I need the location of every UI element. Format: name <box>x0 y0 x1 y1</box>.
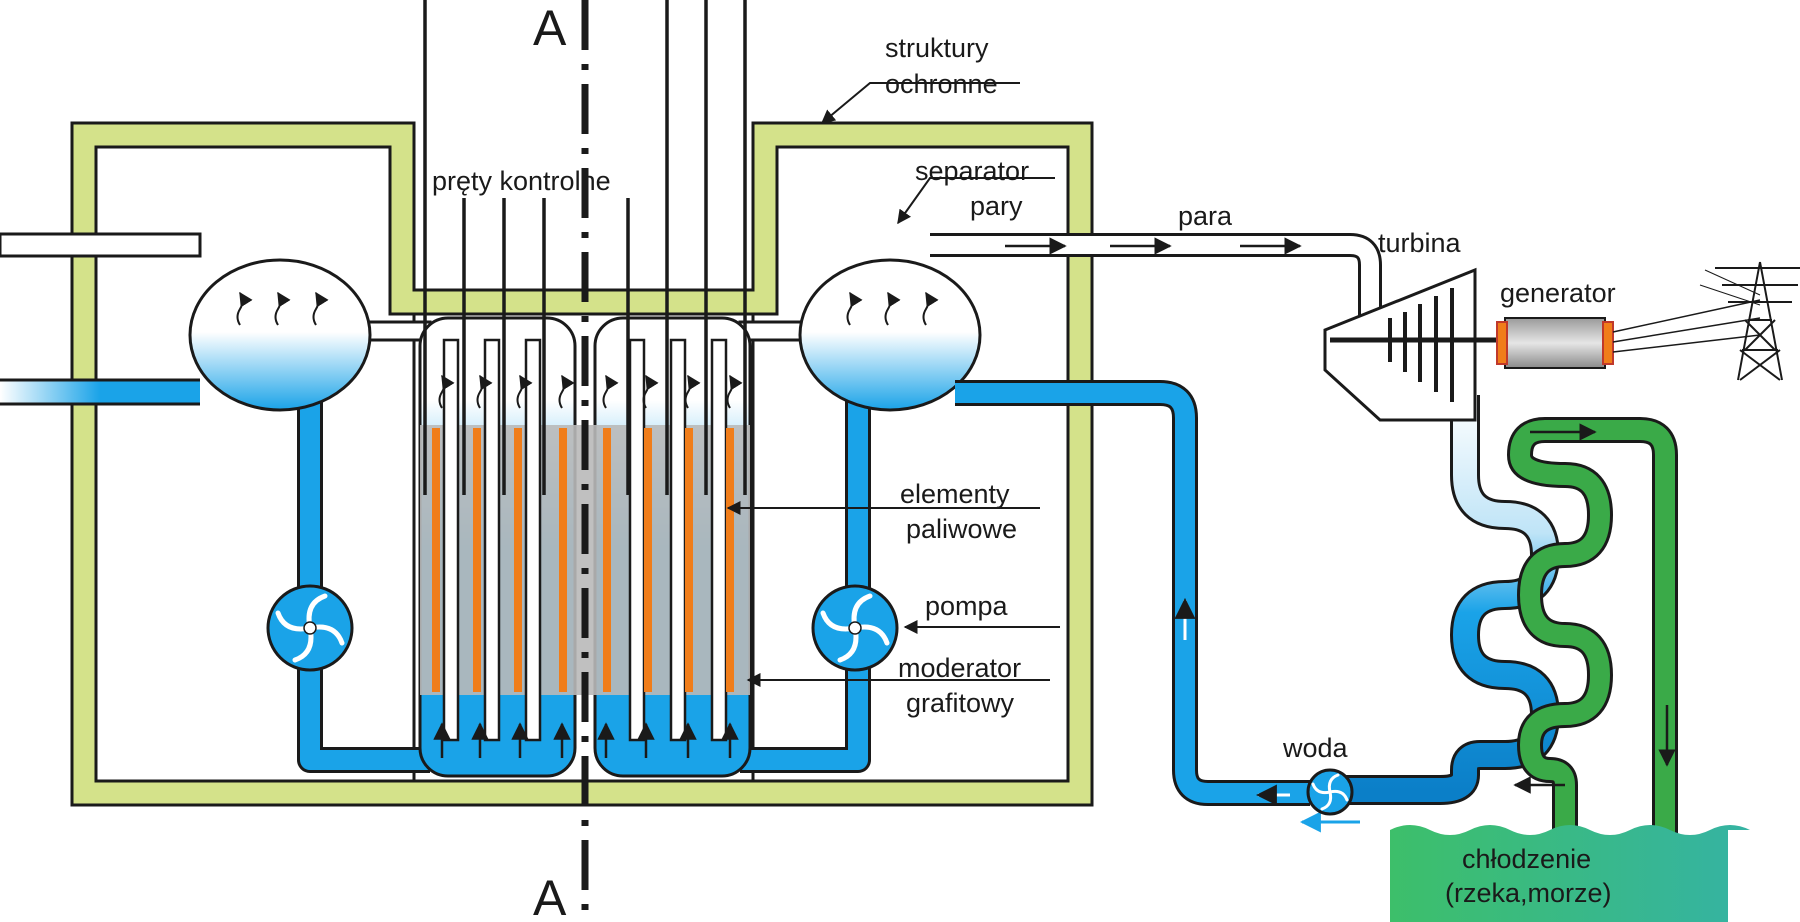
control-rods-label: pręty kontrolne <box>432 166 611 196</box>
turbine <box>1323 267 1500 422</box>
steam-separator-label-2: pary <box>970 191 1023 221</box>
section-label-top: A <box>533 0 567 56</box>
pump-icon-right <box>811 584 899 672</box>
feedwater-line <box>955 380 1360 833</box>
protective-structures-label-2: ochronne <box>885 69 998 99</box>
cooling-pool <box>1390 825 1750 922</box>
condenser-coil <box>1345 395 1561 805</box>
channel-walls <box>442 338 728 742</box>
cooling-loop <box>1506 417 1678 840</box>
steam-line <box>930 233 1382 330</box>
steam-separator-right <box>798 258 982 412</box>
generator-label: generator <box>1500 278 1616 308</box>
pump-label: pompa <box>925 591 1009 621</box>
power-pylon-icon <box>1699 261 1800 381</box>
reactor-core <box>418 0 752 778</box>
fuel-elements-label-1: elementy <box>900 479 1010 509</box>
flow-arrows-up <box>433 722 739 758</box>
moderator-label-2: grafitowy <box>906 688 1015 718</box>
section-label-bottom: A <box>533 870 567 922</box>
water-label: woda <box>1282 733 1349 763</box>
fuel-elements-label-2: paliwowe <box>906 514 1017 544</box>
pump-icon-left <box>266 584 354 672</box>
control-rods <box>423 0 747 495</box>
cooling-label-1: chłodzenie <box>1462 844 1591 874</box>
leader-lines <box>726 82 1060 687</box>
steam-arrows-channels <box>438 374 743 409</box>
steam-label: para <box>1178 201 1233 231</box>
protective-structures-label-1: struktury <box>885 33 989 63</box>
left-pipes <box>0 232 202 406</box>
steam-separator-label-1: separator <box>915 156 1029 186</box>
steam-separator-left <box>188 258 372 412</box>
generator <box>1496 299 1761 369</box>
fuel-elements <box>432 428 734 692</box>
cooling-label-2: (rzeka,morze) <box>1445 878 1612 908</box>
turbine-label: turbina <box>1378 228 1462 258</box>
feedwater-pump-icon <box>1306 768 1354 816</box>
moderator-label-1: moderator <box>898 653 1021 683</box>
